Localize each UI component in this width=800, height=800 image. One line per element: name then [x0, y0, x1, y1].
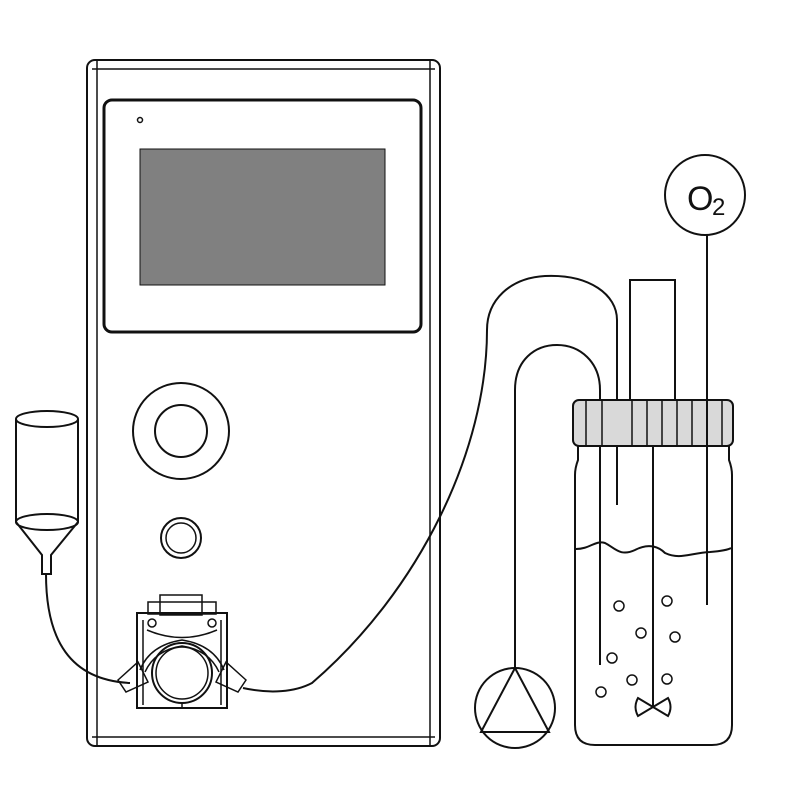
indicator-led — [136, 116, 144, 124]
stirrer-blade — [634, 696, 672, 718]
control-knob[interactable] — [132, 382, 230, 480]
inlet-tube — [45, 573, 131, 684]
controller-unit — [86, 59, 441, 747]
screen-bezel — [102, 98, 423, 334]
gas-tube — [514, 343, 601, 668]
gas-pump — [474, 665, 556, 749]
feed-tube — [242, 274, 618, 693]
peristaltic-pump — [117, 594, 247, 709]
probe — [629, 279, 676, 400]
oxygen-sensor: O 2 — [664, 154, 746, 605]
power-button[interactable] — [160, 517, 202, 559]
bubbles — [595, 595, 681, 698]
o2-label: O — [687, 180, 713, 218]
o2-subscript: 2 — [712, 194, 725, 221]
display-screen — [139, 148, 386, 286]
jar-cap — [572, 399, 734, 447]
bioreactor-jar — [572, 399, 734, 746]
reservoir-bottle — [15, 410, 79, 575]
